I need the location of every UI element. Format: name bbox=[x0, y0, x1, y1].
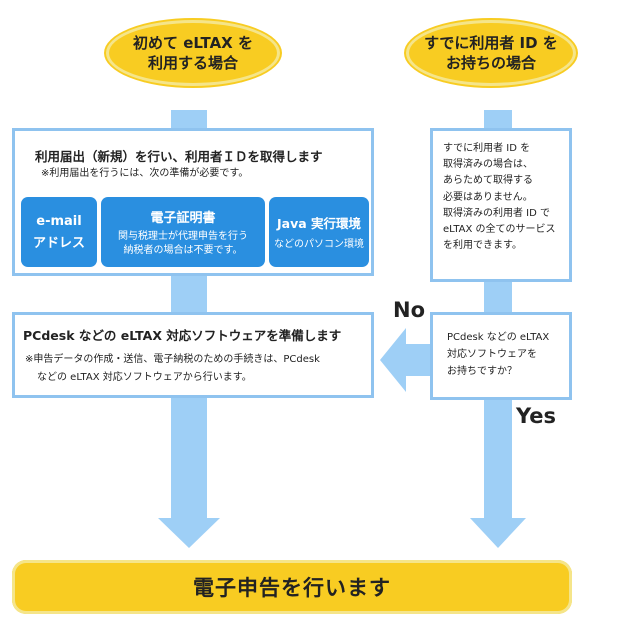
existing-line-5: 取得済みの利用者 ID で bbox=[443, 207, 551, 219]
existing-line-6: eLTAX の全てのサービス bbox=[443, 223, 556, 235]
requirement-java: Java 実行環境 などのパソコン環境 bbox=[269, 197, 369, 267]
requirement-email-line1: e-mail bbox=[36, 213, 82, 229]
question-line-1: PCdesk などの eLTAX bbox=[447, 332, 550, 343]
existing-user-box: すでに利用者 ID を 取得済みの場合は、 あらためて取得する 必要はありません… bbox=[430, 128, 572, 282]
requirement-java-sub: などのパソコン環境 bbox=[274, 238, 364, 250]
start-new-line1: 初めて eLTAX を bbox=[133, 33, 253, 52]
start-new-line2: 利用する場合 bbox=[147, 54, 238, 72]
requirement-certificate: 電子証明書 関与税理士が代理申告を行う 納税者の場合は不要です。 bbox=[101, 197, 265, 267]
existing-line-1: すでに利用者 ID を bbox=[443, 143, 531, 154]
software-question-box: PCdesk などの eLTAX 対応ソフトウェアを お持ちですか？ bbox=[430, 312, 572, 400]
question-line-3: お持ちですか？ bbox=[447, 366, 517, 377]
existing-line-2: 取得済みの場合は、 bbox=[443, 159, 533, 171]
start-new-user-oval: 初めて eLTAX を 利用する場合 bbox=[106, 20, 280, 86]
final-step-label: 電子申告を行います bbox=[193, 576, 391, 600]
requirement-email-line2: アドレス bbox=[32, 235, 85, 251]
requirement-certificate-line2: 納税者の場合は不要です。 bbox=[123, 244, 243, 256]
start-existing-line2: お持ちの場合 bbox=[445, 54, 536, 72]
right-down-arrowhead bbox=[470, 518, 526, 548]
existing-line-7: を利用できます。 bbox=[443, 240, 522, 252]
requirement-certificate-line1: 関与税理士が代理申告を行う bbox=[118, 230, 248, 242]
yes-label: Yes bbox=[516, 404, 557, 428]
register-note: ※利用届出を行うには、次の準備が必要です。 bbox=[41, 168, 249, 179]
start-existing-user-oval: すでに利用者 ID を お持ちの場合 bbox=[406, 20, 576, 86]
no-label: No bbox=[393, 298, 426, 322]
register-title: 利用届出（新規）を行い、利用者ＩＤを取得します bbox=[35, 149, 323, 164]
requirement-certificate-title: 電子証明書 bbox=[150, 210, 216, 226]
software-title: PCdesk などの eLTAX 対応ソフトウェアを準備します bbox=[23, 328, 342, 343]
software-note-1: ※申告データの作成・送信、電子納税のための手続きは、PCdesk bbox=[25, 354, 320, 365]
existing-line-4: 必要はありません。 bbox=[443, 191, 533, 203]
existing-line-3: あらためて取得する bbox=[443, 175, 533, 187]
start-existing-line1: すでに利用者 ID を bbox=[424, 33, 558, 52]
software-note-2: などの eLTAX 対応ソフトウェアから行います。 bbox=[37, 372, 252, 383]
software-box: PCdesk などの eLTAX 対応ソフトウェアを準備します ※申告データの作… bbox=[12, 312, 374, 398]
register-box: 利用届出（新規）を行い、利用者ＩＤを取得します ※利用届出を行うには、次の準備が… bbox=[12, 128, 374, 276]
question-line-2: 対応ソフトウェアを bbox=[447, 349, 537, 360]
final-step-bar: 電子申告を行います bbox=[12, 560, 572, 614]
left-down-arrowhead bbox=[158, 518, 220, 548]
requirement-java-title: Java 実行環境 bbox=[276, 215, 362, 231]
no-arrowhead bbox=[380, 328, 406, 392]
requirement-email: e-mail アドレス bbox=[21, 197, 97, 267]
